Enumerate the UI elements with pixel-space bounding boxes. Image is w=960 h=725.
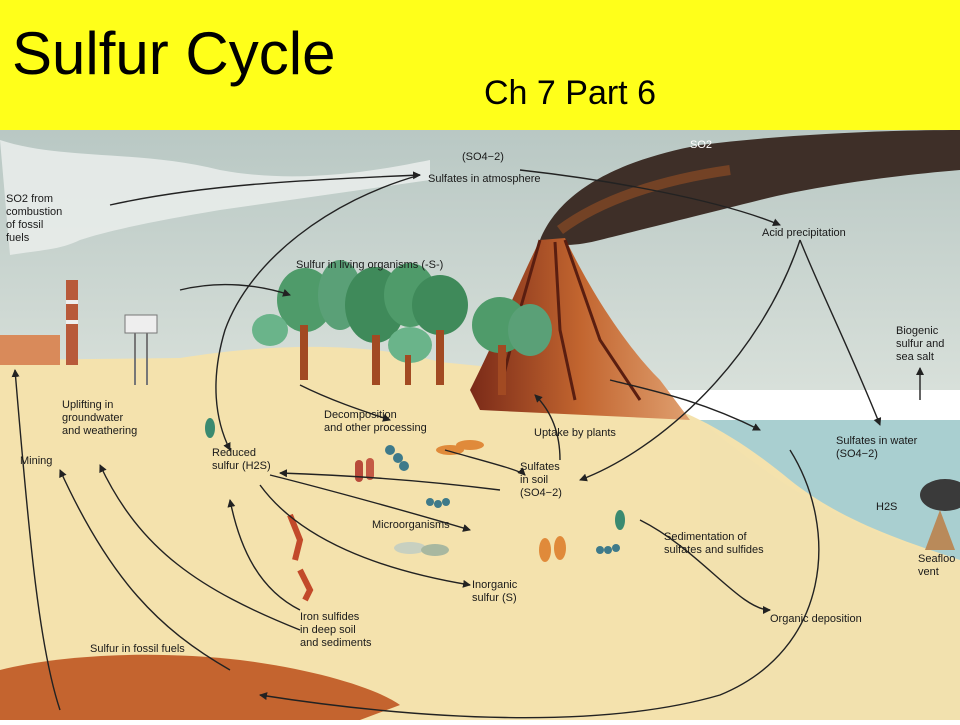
sulfur-cycle-diagram: SO2 (SO4−2) Sulfates in atmosphere SO2 f… bbox=[0, 130, 960, 720]
label-vent: vent bbox=[918, 566, 939, 578]
volcano-smoke bbox=[540, 130, 960, 245]
label-inorganic-sulfur: sulfur (S) bbox=[472, 592, 517, 604]
label-weathering: and weathering bbox=[62, 425, 137, 437]
label-reduced-sulfur-h2s: sulfur (H2S) bbox=[212, 460, 271, 472]
label-of-fossil: of fossil bbox=[6, 219, 43, 231]
label-inorganic: Inorganic bbox=[472, 579, 518, 591]
seafloor-vent bbox=[920, 479, 960, 550]
label-biogenic-sulfur: sulfur and bbox=[896, 338, 944, 350]
ocean bbox=[700, 420, 960, 560]
label-deep-soil: in deep soil bbox=[300, 624, 356, 636]
label-sedimentation: Sedimentation of bbox=[664, 531, 747, 543]
label-uplifting: Uplifting in bbox=[62, 399, 113, 411]
page-subtitle: Ch 7 Part 6 bbox=[484, 74, 656, 112]
factory bbox=[0, 280, 78, 365]
label-biogenic-sea-salt: sea salt bbox=[896, 351, 934, 363]
cycle-arrows bbox=[11, 169, 924, 719]
label-mining: Mining bbox=[20, 455, 52, 467]
label-iron-sulfides: Iron sulfides bbox=[300, 611, 360, 623]
label-seafloor: Seafloo bbox=[918, 553, 955, 565]
label-groundwater: groundwater bbox=[62, 412, 123, 424]
label-sulfates-sulfides: sulfates and sulfides bbox=[664, 544, 764, 556]
label-so4-atmosphere: (SO4−2) bbox=[462, 151, 504, 163]
label-sulfates-soil: Sulfates bbox=[520, 461, 560, 473]
label-reduced: Reduced bbox=[212, 447, 256, 459]
microorganisms-illustration bbox=[205, 418, 625, 602]
label-fuels: fuels bbox=[6, 232, 30, 244]
label-sediments: and sediments bbox=[300, 637, 372, 649]
page-title: Sulfur Cycle bbox=[12, 20, 336, 87]
label-microorganisms: Microorganisms bbox=[372, 519, 450, 531]
label-organic-deposition: Organic deposition bbox=[770, 613, 862, 625]
label-combustion: combustion bbox=[6, 206, 62, 218]
label-uptake-by-plants: Uptake by plants bbox=[534, 427, 616, 439]
label-acid-precipitation: Acid precipitation bbox=[762, 227, 846, 239]
ground bbox=[0, 346, 960, 720]
forest bbox=[252, 260, 552, 395]
volcano bbox=[470, 238, 690, 420]
factory-smoke bbox=[0, 140, 430, 255]
label-sulfates-atmosphere: Sulfates in atmosphere bbox=[428, 173, 541, 185]
label-sulfates-in-water: Sulfates in water bbox=[836, 435, 918, 447]
diagram-canvas: SO2 (SO4−2) Sulfates in atmosphere SO2 f… bbox=[0, 130, 960, 720]
title-bar: Sulfur Cycle Ch 7 Part 6 bbox=[0, 0, 960, 130]
label-so4-soil: (SO4−2) bbox=[520, 487, 562, 499]
label-decomposition: Decomposition bbox=[324, 409, 397, 421]
water-tower bbox=[124, 314, 158, 385]
fossil-fuel-layer bbox=[0, 654, 400, 720]
label-so2-volcano: SO2 bbox=[690, 139, 712, 151]
label-sulfur-fossil-fuels: Sulfur in fossil fuels bbox=[90, 643, 185, 655]
label-in-soil: in soil bbox=[520, 474, 548, 486]
label-h2s-vent: H2S bbox=[876, 501, 897, 513]
label-other-processing: and other processing bbox=[324, 422, 427, 434]
label-sulfur-living-organisms: Sulfur in living organisms (-S-) bbox=[296, 259, 443, 271]
label-so2-from: SO2 from bbox=[6, 193, 53, 205]
label-biogenic: Biogenic bbox=[896, 325, 939, 337]
label-so4-water: (SO4−2) bbox=[836, 448, 878, 460]
